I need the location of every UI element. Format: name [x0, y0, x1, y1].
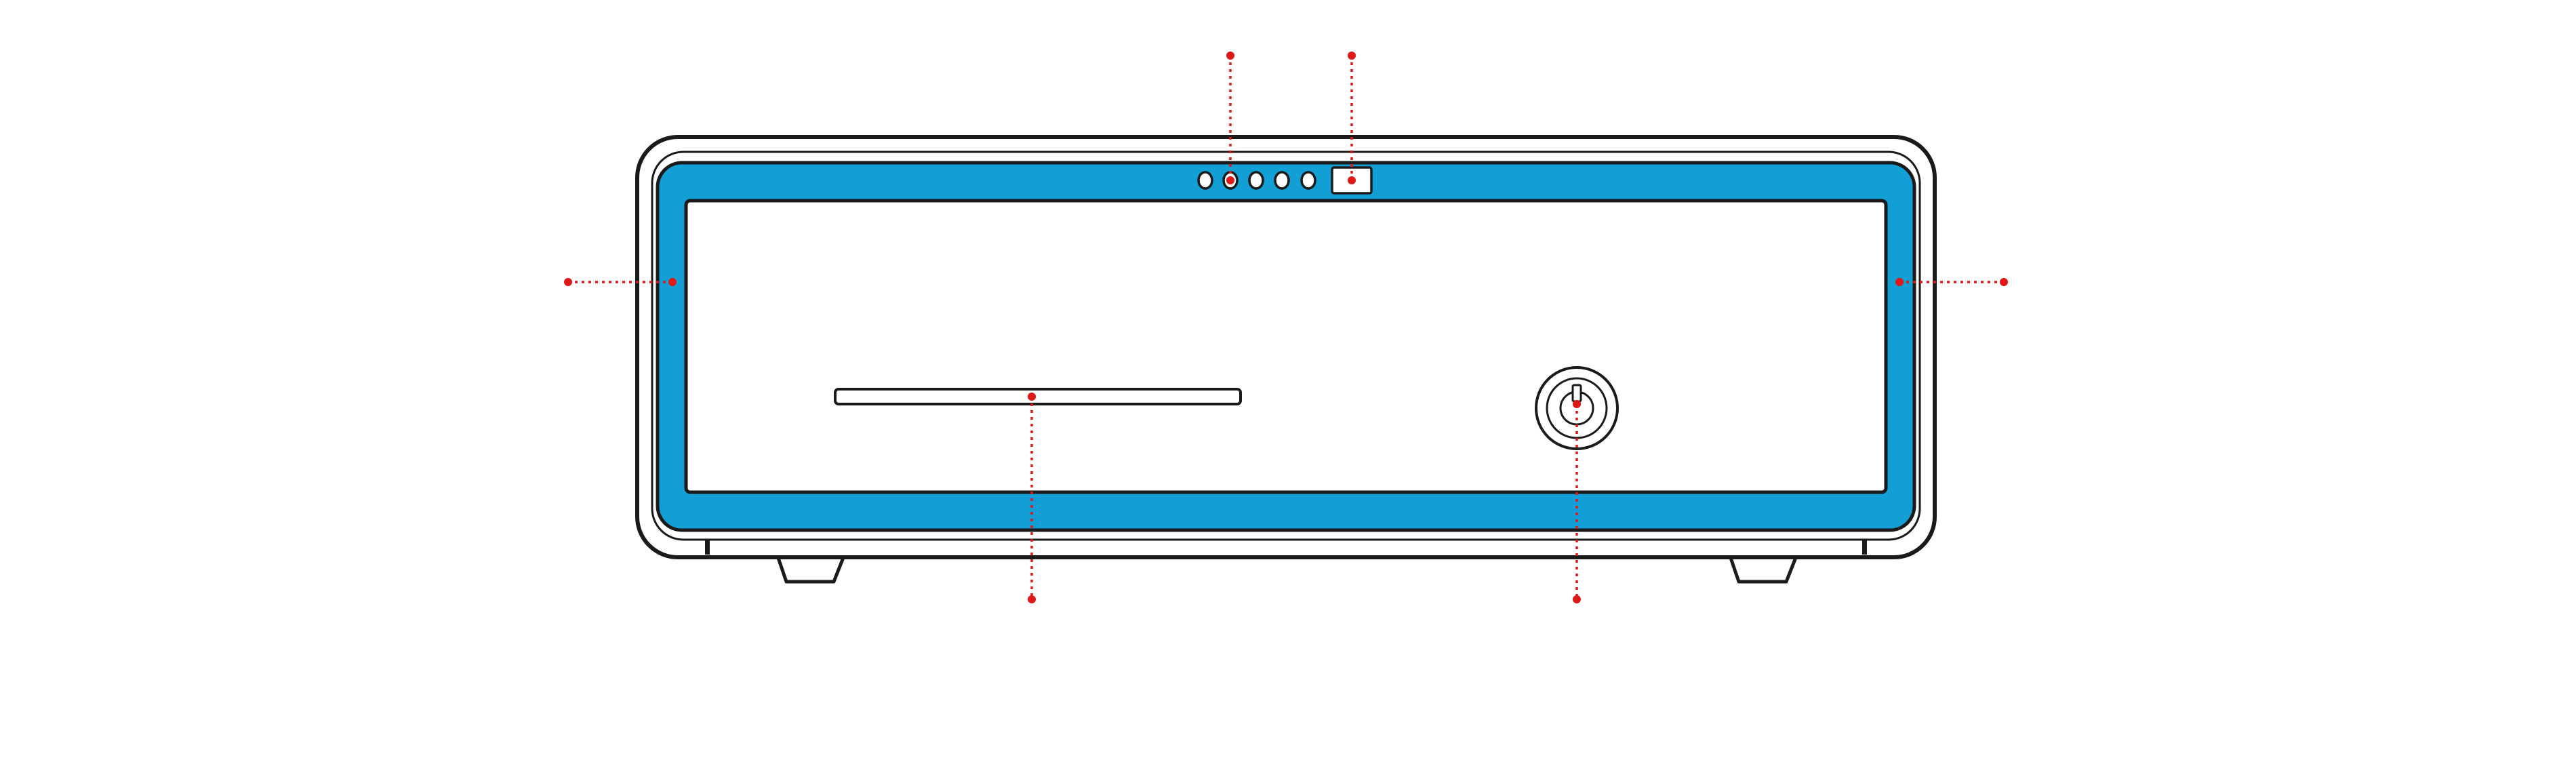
indicator-light	[1300, 171, 1316, 190]
callout-dot	[1348, 176, 1356, 184]
callout-dot	[1573, 595, 1581, 603]
callout-dot	[1226, 52, 1234, 60]
left-foot	[776, 554, 846, 584]
callouts	[568, 56, 2004, 599]
base-mark-left	[705, 540, 710, 555]
callout-dot	[1226, 176, 1234, 184]
callout-dot	[2000, 278, 2008, 286]
callout-dots	[564, 52, 2008, 603]
indicator-light	[1274, 171, 1290, 190]
callout-dot	[1028, 595, 1036, 603]
callout-dot	[564, 278, 572, 286]
indicator-light	[1248, 171, 1264, 190]
drawer-face	[684, 199, 1888, 494]
right-foot	[1728, 554, 1798, 584]
media-slot	[834, 388, 1242, 405]
key-lock-keyway	[1571, 384, 1582, 403]
callout-dot	[668, 278, 677, 286]
base-mark-right	[1862, 540, 1867, 555]
callout-dot	[1348, 52, 1356, 60]
callout-dot	[1028, 393, 1036, 401]
callout-dot	[1573, 400, 1581, 408]
indicator-light	[1197, 171, 1213, 190]
callout-dot	[1895, 278, 1904, 286]
